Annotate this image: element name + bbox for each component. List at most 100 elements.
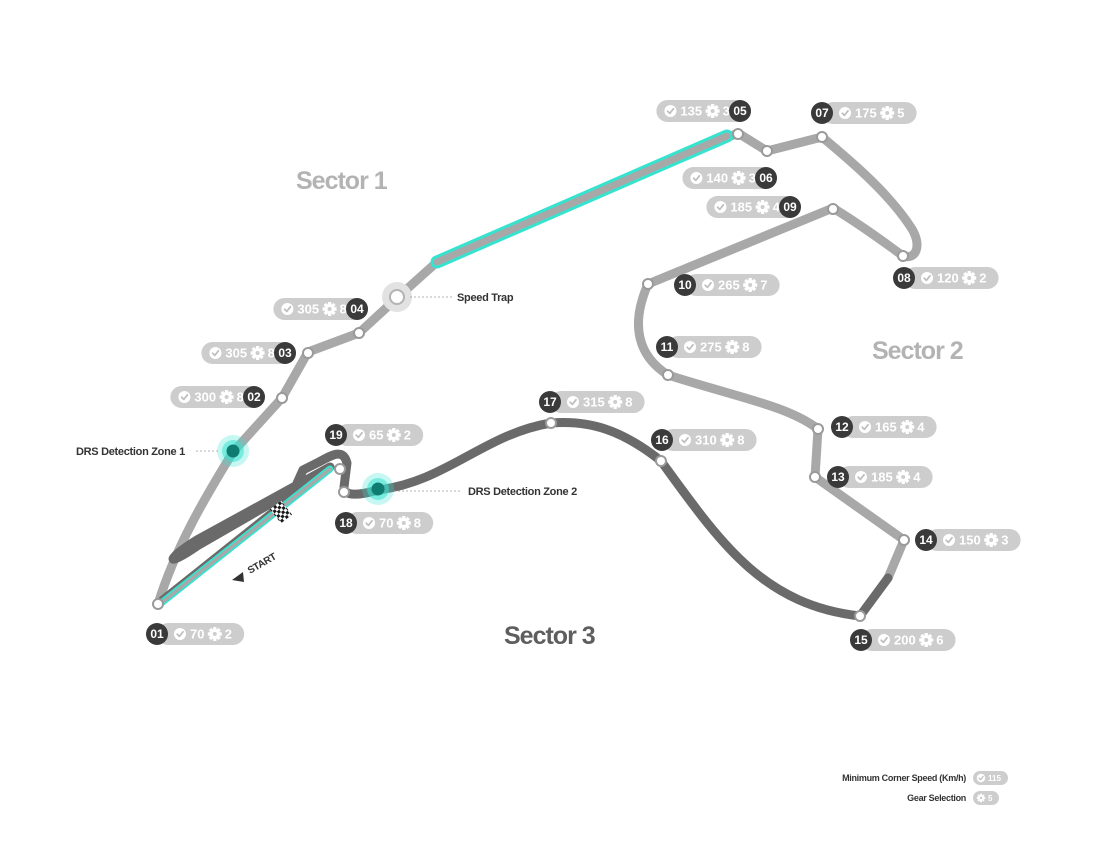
corner-07-badge [811, 102, 833, 124]
gear-icon [705, 104, 720, 118]
corner-07-number: 07 [815, 106, 829, 120]
speed-icon [362, 516, 376, 530]
corner-10-number: 10 [678, 278, 692, 292]
speed-trap-label: Speed Trap [457, 292, 514, 304]
corner-18-speed: 70 [379, 516, 393, 531]
gear-icon [919, 633, 934, 647]
corner-17-gear: 8 [625, 395, 632, 410]
start-label: START [246, 551, 279, 576]
corner-01-gear: 2 [225, 627, 232, 642]
speed-icon [877, 633, 891, 647]
corner-06-gear: 3 [749, 171, 756, 186]
legend-gear-pill [973, 791, 999, 805]
corner-11-speed: 275 [700, 340, 722, 355]
corner-02-badge [243, 386, 265, 408]
corner-03-gear: 8 [268, 346, 275, 361]
corner-07-gear: 5 [897, 106, 904, 121]
corner-05-gear: 3 [723, 104, 730, 119]
corner-18-info: 70 8 18 [335, 512, 434, 534]
speed-icon [663, 104, 678, 118]
corner-10-gear: 7 [760, 278, 767, 293]
drs-zone-kemmel-inner [433, 132, 731, 266]
corner-11-number: 11 [661, 340, 674, 354]
start-straight-inner [158, 467, 332, 606]
corner-07-speed: 175 [855, 106, 877, 121]
corner-10-speed: 265 [718, 278, 740, 293]
corner-19-speed: 65 [369, 428, 383, 443]
speed-icon [566, 395, 580, 409]
gear-icon [880, 106, 895, 120]
gear-icon [731, 171, 746, 185]
legend-speed-example: 115 [988, 774, 1001, 783]
gear-icon [207, 627, 222, 641]
speed-icon [173, 627, 187, 641]
gear-icon [725, 340, 740, 354]
corner-04-badge [346, 298, 368, 320]
corner-19-gear: 2 [404, 428, 411, 443]
legend-gear-icon [976, 793, 986, 803]
corner-10-info: 265 7 10 [674, 274, 780, 296]
corner-16-badge [651, 429, 673, 451]
corner-06-number: 06 [759, 171, 773, 185]
legend: Minimum Corner Speed (Km/h) 115 Gear Sel… [842, 771, 1008, 805]
corner-02-number: 02 [247, 390, 261, 404]
corner-13-number: 13 [831, 470, 845, 484]
speed-icon [678, 433, 692, 447]
drs-detection-zone-2: DRS Detection Zone 2 [362, 473, 577, 505]
corner-06-badge [755, 167, 777, 189]
gear-icon [608, 395, 623, 409]
gear-icon [322, 302, 337, 316]
corner-01-badge [146, 623, 168, 645]
corner-05-badge [729, 100, 751, 122]
speed-icon [942, 533, 956, 547]
legend-gear-label: Gear Selection [907, 793, 966, 803]
track [153, 128, 922, 621]
track-sector-1-2 [153, 128, 922, 609]
gear-icon [896, 470, 911, 484]
legend-speed-icon [976, 773, 986, 783]
drs-zone-2-label: DRS Detection Zone 2 [468, 486, 577, 498]
corner-04-number: 04 [350, 302, 364, 316]
start-marker: START [232, 551, 279, 582]
gear-icon [984, 533, 999, 547]
corner-12-number: 12 [835, 420, 849, 434]
corner-18-number: 18 [339, 516, 353, 530]
corner-06-pill [682, 167, 777, 189]
legend-speed-label: Minimum Corner Speed (Km/h) [842, 773, 966, 783]
corner-17-badge [539, 391, 561, 413]
corner-05-number: 05 [733, 104, 747, 118]
speed-icon [689, 171, 704, 185]
speed-icon [838, 106, 852, 120]
gear-icon [250, 346, 265, 360]
speed-icon [713, 200, 728, 214]
corner-18-gear: 8 [414, 516, 421, 531]
corner-09-number: 09 [783, 200, 797, 214]
corner-05-speed: 135 [680, 104, 702, 119]
corner-08-gear: 2 [979, 271, 986, 286]
gear-icon [386, 428, 401, 442]
corner-16-speed: 310 [695, 433, 717, 448]
corner-11-badge [656, 336, 678, 358]
corner-12-gear: 4 [917, 420, 925, 435]
corner-19-badge [325, 424, 347, 446]
corner-04-gear: 8 [340, 302, 347, 317]
speed-icon [352, 428, 366, 442]
speed-icon [701, 278, 715, 292]
gear-icon [396, 516, 411, 530]
gear-icon [900, 420, 915, 434]
speed-icon [280, 302, 295, 316]
corner-04-speed: 305 [297, 302, 319, 317]
start-arrow-icon [232, 572, 244, 582]
corner-14-number: 14 [919, 533, 933, 547]
corner-18-badge [335, 512, 357, 534]
